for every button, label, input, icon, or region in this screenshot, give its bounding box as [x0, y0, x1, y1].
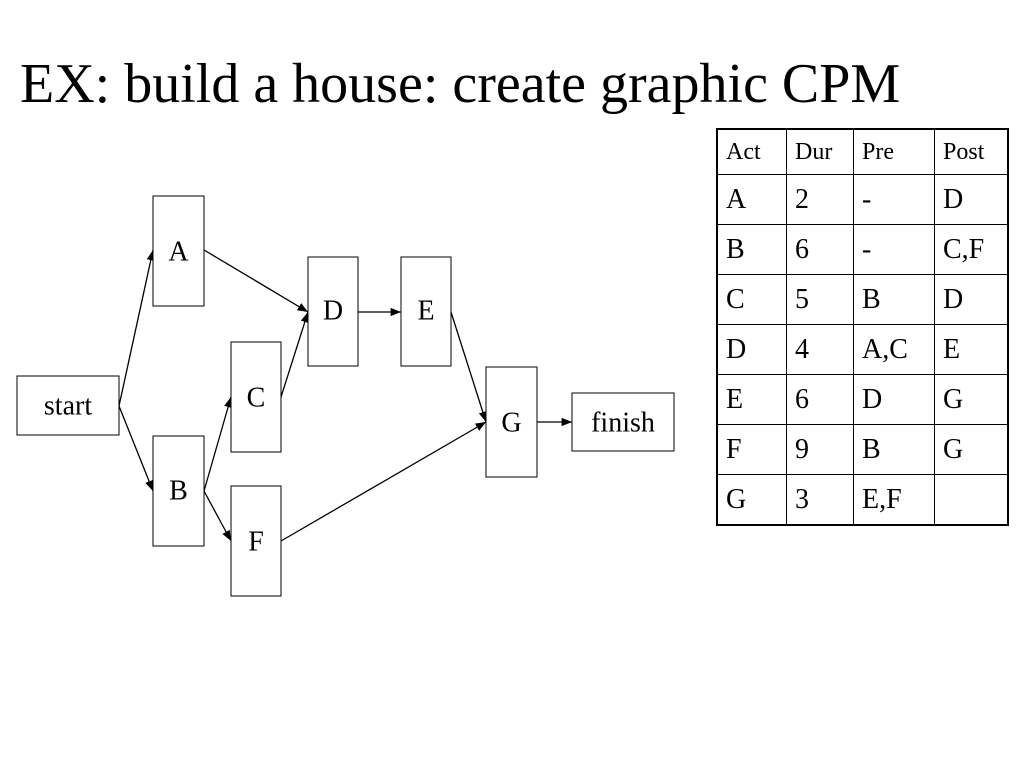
- node-a-label: A: [168, 236, 189, 267]
- cell-dur: 4: [786, 324, 854, 375]
- cell-post: D: [934, 274, 1009, 325]
- cell-act: E: [716, 374, 787, 425]
- cell-dur: 2: [786, 174, 854, 225]
- node-g: G: [485, 366, 538, 478]
- node-c: C: [230, 341, 282, 453]
- node-g-label: G: [501, 407, 521, 438]
- cell-pre: B: [853, 274, 935, 325]
- cell-dur: 9: [786, 424, 854, 475]
- cell-pre: -: [853, 174, 935, 225]
- node-c-label: C: [247, 382, 266, 413]
- cell-post: G: [934, 374, 1009, 425]
- header-act: Act: [716, 128, 787, 175]
- table-row: G 3 E,F: [716, 474, 1009, 526]
- cell-post: D: [934, 174, 1009, 225]
- edge-c-to-d-arrow: [280, 311, 309, 398]
- table-row: C 5 B D: [716, 274, 1009, 325]
- header-post: Post: [934, 128, 1009, 175]
- diagram-edges: [118, 249, 572, 542]
- header-dur: Dur: [786, 128, 854, 175]
- cell-post: C,F: [934, 224, 1009, 275]
- node-finish: finish: [571, 392, 675, 452]
- table-row: D 4 A,C E: [716, 324, 1009, 375]
- node-b: B: [152, 435, 205, 547]
- cell-dur: 6: [786, 224, 854, 275]
- cell-dur: 3: [786, 474, 854, 526]
- cell-pre: B: [853, 424, 935, 475]
- node-e: E: [400, 256, 452, 367]
- edge-b-to-c-arrow: [203, 396, 233, 492]
- cell-dur: 6: [786, 374, 854, 425]
- node-start: start: [16, 375, 120, 436]
- cell-pre: D: [853, 374, 935, 425]
- node-d-label: D: [323, 295, 343, 326]
- cell-act: B: [716, 224, 787, 275]
- cell-post: [934, 474, 1009, 526]
- activity-table: Act Dur Pre Post A 2 - D B 6 - C,F C 5 B…: [716, 128, 1009, 526]
- table-header-row: Act Dur Pre Post: [716, 128, 1009, 175]
- cell-post: G: [934, 424, 1009, 475]
- edge-f-to-g-arrow: [280, 421, 487, 542]
- edge-start-to-a-arrow: [118, 249, 155, 407]
- header-pre: Pre: [853, 128, 935, 175]
- cell-pre: A,C: [853, 324, 935, 375]
- cell-act: G: [716, 474, 787, 526]
- cell-act: F: [716, 424, 787, 475]
- cell-pre: E,F: [853, 474, 935, 526]
- node-finish-label: finish: [591, 407, 655, 438]
- table-row: A 2 - D: [716, 174, 1009, 225]
- node-start-label: start: [44, 390, 92, 421]
- cell-act: C: [716, 274, 787, 325]
- edge-e-to-g-arrow: [450, 311, 487, 423]
- edge-b-to-f-arrow: [203, 490, 232, 542]
- node-a: A: [152, 195, 205, 307]
- cell-act: A: [716, 174, 787, 225]
- page-title: EX: build a house: create graphic CPM: [20, 53, 901, 115]
- node-f-label: F: [248, 526, 264, 557]
- table-row: E 6 D G: [716, 374, 1009, 425]
- node-f: F: [230, 485, 282, 597]
- node-d: D: [307, 256, 359, 367]
- table-row: F 9 B G: [716, 424, 1009, 475]
- table-row: B 6 - C,F: [716, 224, 1009, 275]
- cell-act: D: [716, 324, 787, 375]
- cell-post: E: [934, 324, 1009, 375]
- node-e-label: E: [417, 295, 434, 326]
- edge-a-to-d-arrow: [203, 249, 309, 313]
- cell-dur: 5: [786, 274, 854, 325]
- edge-start-to-b-arrow: [118, 405, 154, 492]
- cell-pre: -: [853, 224, 935, 275]
- node-b-label: B: [169, 475, 188, 506]
